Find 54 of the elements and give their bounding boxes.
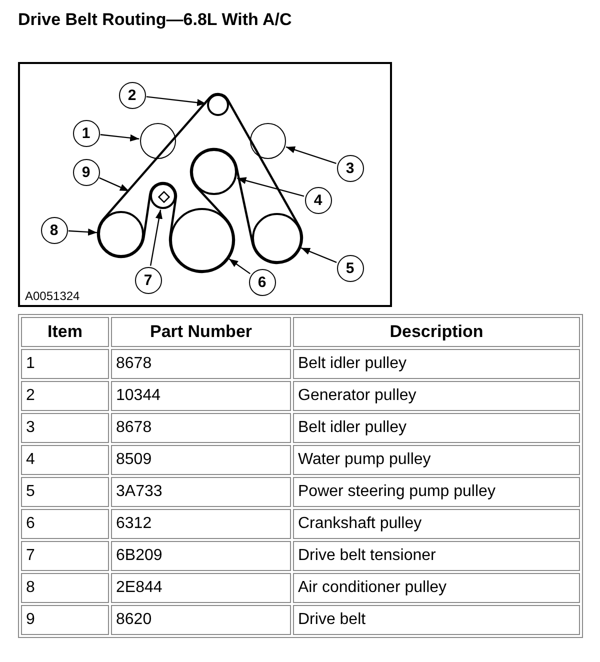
table-cell: 10344 <box>111 381 291 411</box>
table-cell: Air conditioner pulley <box>293 573 580 603</box>
leader-arrow <box>150 210 162 266</box>
leader-arrow <box>237 177 304 197</box>
table-cell: 8 <box>21 573 109 603</box>
callout-number: 2 <box>118 82 146 108</box>
column-header: Item <box>21 317 109 347</box>
leader-arrow <box>286 146 336 164</box>
callout-number: 3 <box>336 154 364 182</box>
leader-arrow <box>146 96 206 106</box>
callout-number: 6 <box>248 268 276 296</box>
pulley <box>191 149 237 195</box>
table-cell: Generator pulley <box>293 381 580 411</box>
table-cell: 3A733 <box>111 477 291 507</box>
table-cell: 8678 <box>111 413 291 443</box>
callout-number: 9 <box>72 158 100 186</box>
table-cell: 2 <box>21 381 109 411</box>
callout-number: 1 <box>72 120 100 146</box>
table-cell: Belt idler pulley <box>293 349 580 379</box>
callout-number: 7 <box>134 266 162 294</box>
table-cell: 4 <box>21 445 109 475</box>
table-cell: 8620 <box>111 605 291 635</box>
table-cell: Drive belt tensioner <box>293 541 580 571</box>
title: Drive Belt Routing—6.8L With A/C <box>18 10 292 30</box>
callout-number: 5 <box>336 254 364 282</box>
leader-arrow <box>100 134 140 142</box>
table-cell: 1 <box>21 349 109 379</box>
table-cell: Crankshaft pulley <box>293 509 580 539</box>
pulley <box>140 123 176 159</box>
leader-arrow <box>99 177 130 192</box>
table-cell: 6B209 <box>111 541 291 571</box>
table-cell: Drive belt <box>293 605 580 635</box>
table-cell: 3 <box>21 413 109 443</box>
table-cell: Power steering pump pulley <box>293 477 580 507</box>
pulley <box>250 123 286 159</box>
table-cell: 9 <box>21 605 109 635</box>
column-header: Description <box>293 317 580 347</box>
figure-id: A0051324 <box>25 289 80 303</box>
callout-number: 8 <box>40 216 68 244</box>
table-cell: Water pump pulley <box>293 445 580 475</box>
table-cell: Belt idler pulley <box>293 413 580 443</box>
leader-arrow <box>300 247 337 264</box>
callout-number: 4 <box>304 186 332 214</box>
table-cell: 5 <box>21 477 109 507</box>
table-cell: 8678 <box>111 349 291 379</box>
table-cell: 7 <box>21 541 109 571</box>
leader-arrow <box>68 228 98 236</box>
tensioner-pulley <box>150 183 176 209</box>
table-cell: 8509 <box>111 445 291 475</box>
leader-arrow <box>228 258 250 274</box>
table-cell: 2E844 <box>111 573 291 603</box>
table-cell: 6 <box>21 509 109 539</box>
column-header: Part Number <box>111 317 291 347</box>
table-cell: 6312 <box>111 509 291 539</box>
